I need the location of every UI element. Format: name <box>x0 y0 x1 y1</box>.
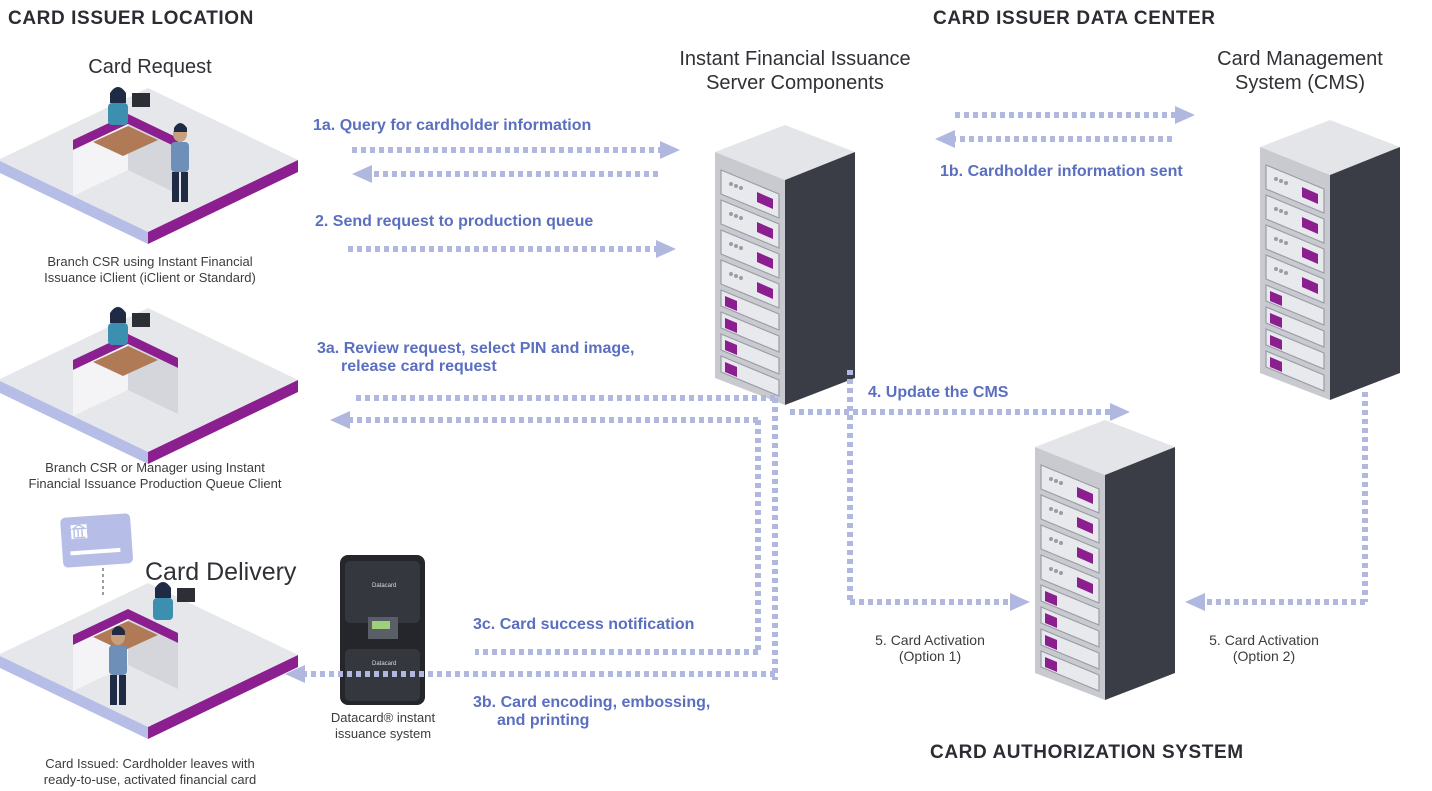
arrow-1a <box>352 141 680 183</box>
caption-branch-manager: Branch CSR or Manager using Instant Fina… <box>28 460 282 491</box>
section-card-issuer-location: CARD ISSUER LOCATION <box>8 8 254 29</box>
caption-branch-csr: Branch CSR using Instant Financial Issua… <box>44 254 256 285</box>
step-3a-label: 3a. Review request, select PIN and image… <box>317 340 635 375</box>
server-tower-icon <box>1034 419 1176 701</box>
arrow-3b <box>285 665 775 683</box>
section-card-issuer-data-center: CARD ISSUER DATA CENTER <box>933 8 1216 29</box>
server-tower-icon <box>1259 119 1401 401</box>
arrow-5-option2 <box>1185 392 1368 611</box>
step-1a-label: 1a. Query for cardholder information <box>313 117 592 134</box>
arrow-4 <box>790 370 1130 611</box>
printer-brand-label: Datacard <box>372 583 396 589</box>
desk-scene-icon <box>0 307 298 464</box>
arrow-2 <box>348 240 676 258</box>
card-delivery-heading: Card Delivery <box>145 558 297 586</box>
cms-heading: Card Management System (CMS) <box>1217 48 1383 94</box>
caption-printer: Datacard® instant issuance system <box>330 710 436 741</box>
ifi-server-heading: Instant Financial Issuance Server Compon… <box>679 48 911 94</box>
caption-card-issued: Card Issued: Cardholder leaves with read… <box>43 756 257 787</box>
section-card-authorization-system: CARD AUTHORIZATION SYSTEM <box>930 742 1244 763</box>
arrow-1b <box>935 106 1195 148</box>
card-printer-icon: Datacard Datacard <box>340 555 425 705</box>
arrow-3a <box>330 395 778 680</box>
step-3b-label: 3b. Card encoding, embossing, and printi… <box>473 694 711 729</box>
printer-brand-label: Datacard <box>372 661 396 667</box>
bank-card-icon <box>60 513 133 568</box>
card-request-heading: Card Request <box>88 56 212 78</box>
step-2-label: 2. Send request to production queue <box>315 213 594 230</box>
step-1b-label: 1b. Cardholder information sent <box>940 163 1183 180</box>
caption-activation-option1: 5. Card Activation (Option 1) <box>875 632 985 664</box>
desk-scene-icon <box>0 582 298 739</box>
desk-scene-icon <box>0 87 298 244</box>
step-4-label: 4. Update the CMS <box>868 384 1009 401</box>
caption-activation-option2: 5. Card Activation (Option 2) <box>1209 632 1319 664</box>
step-3c-label: 3c. Card success notification <box>473 616 695 633</box>
server-tower-icon <box>714 124 856 406</box>
